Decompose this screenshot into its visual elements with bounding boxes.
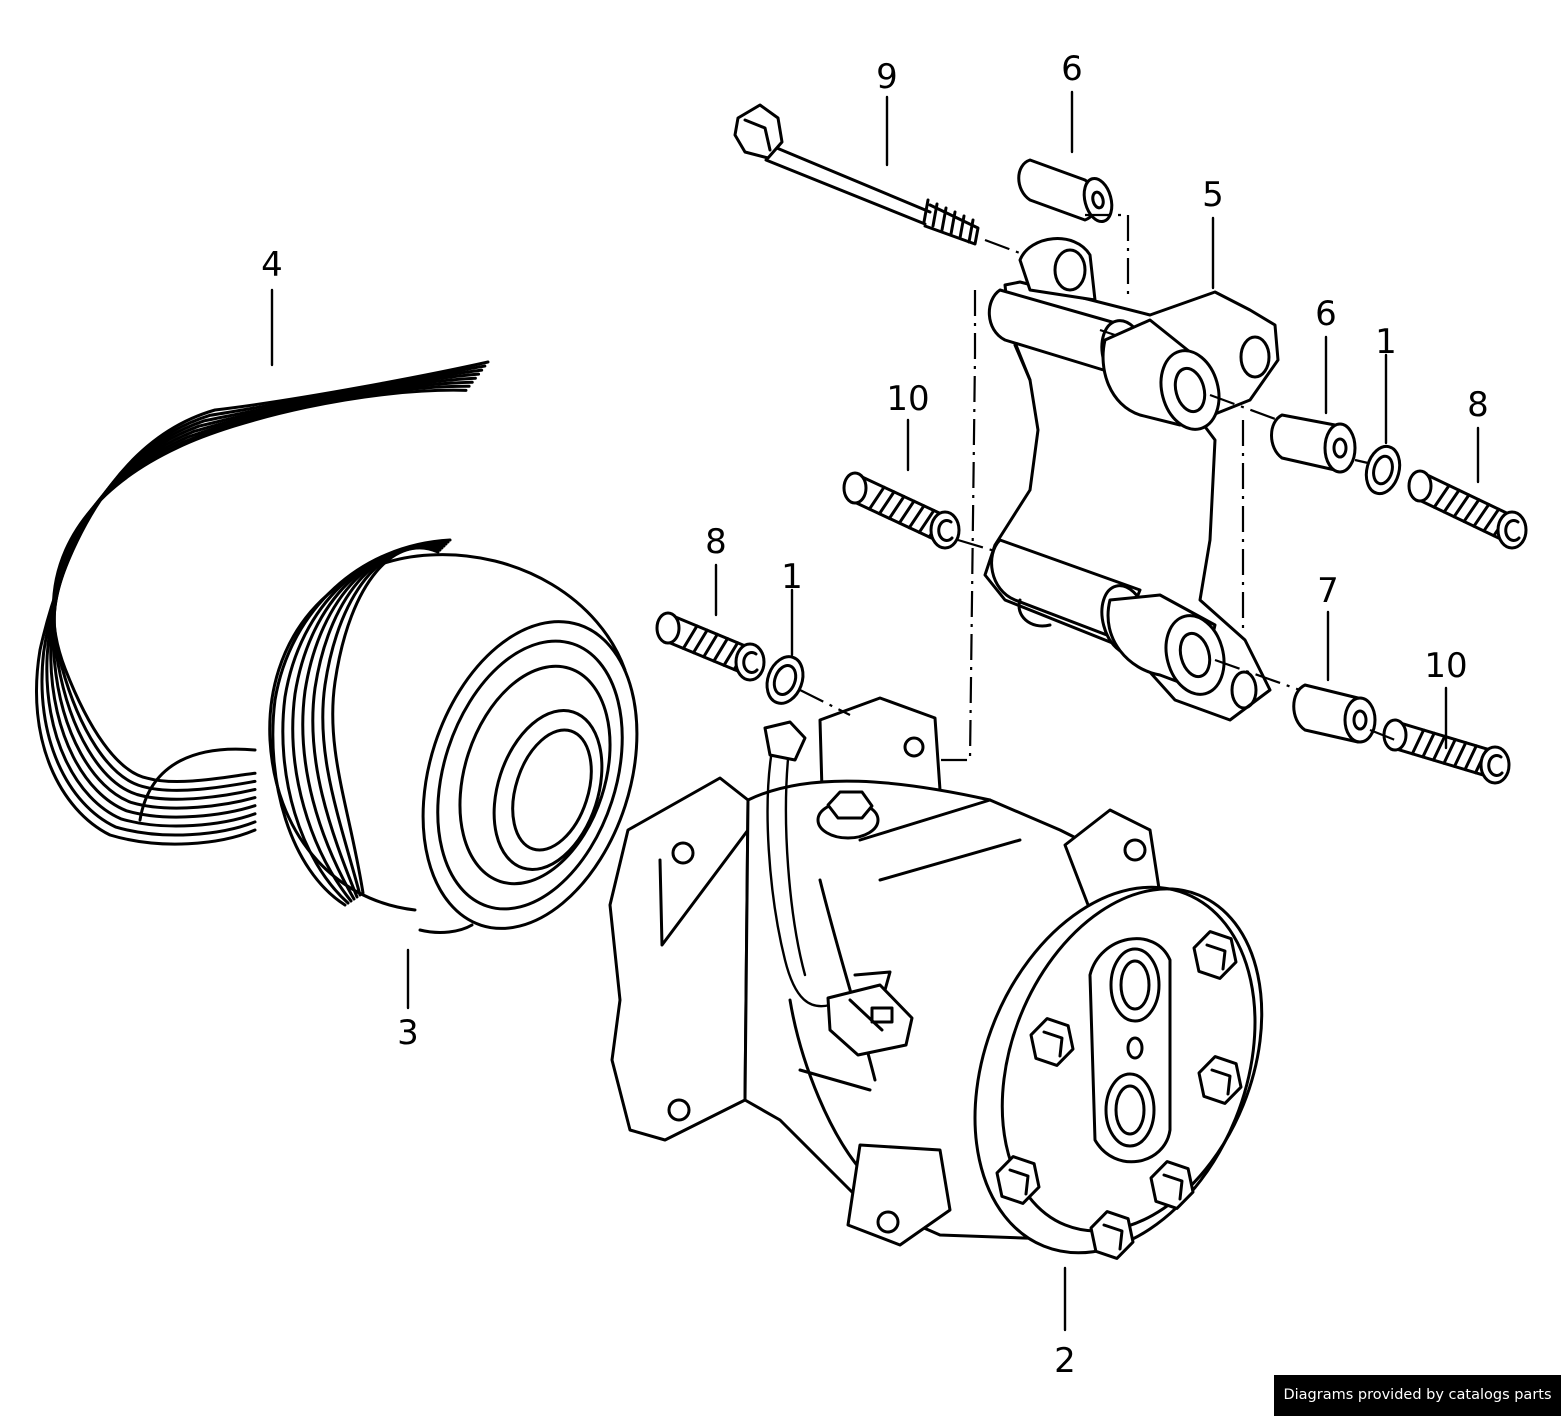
callout-1-left: 1 bbox=[781, 557, 803, 597]
callout-2: 2 bbox=[1054, 1341, 1076, 1381]
callout-10-upper: 10 bbox=[886, 379, 929, 419]
socket-bolt-8-left bbox=[655, 611, 766, 682]
pulley-groove-7 bbox=[331, 546, 440, 895]
credit-banner: Diagrams provided by catalogs parts bbox=[1274, 1375, 1561, 1416]
belt-rib-6 bbox=[52, 380, 474, 801]
callout-4: 4 bbox=[261, 245, 283, 285]
spacer-sleeve-right bbox=[1270, 413, 1357, 474]
belt-rib-1 bbox=[35, 360, 490, 846]
callout-8-right: 8 bbox=[1467, 385, 1489, 425]
ac-compressor bbox=[608, 696, 1264, 1260]
washer-left bbox=[765, 655, 805, 705]
callout-1-right: 1 bbox=[1375, 322, 1397, 362]
assembly-lines bbox=[799, 213, 1396, 762]
spacer-sleeve-upper bbox=[1017, 158, 1114, 224]
clutch-pulley bbox=[268, 538, 639, 934]
hex-bolt-9 bbox=[733, 103, 980, 246]
rear-cover-bolt-2 bbox=[1029, 1017, 1075, 1067]
socket-bolt-10-upper bbox=[842, 471, 961, 550]
belt-rib-7 bbox=[52, 384, 471, 792]
rear-cover-bolt-1 bbox=[1192, 930, 1238, 980]
pulley-groove-3 bbox=[291, 542, 448, 903]
callout-8-left: 8 bbox=[705, 522, 727, 562]
rear-cover-bolt-5 bbox=[1149, 1160, 1195, 1210]
washer-right bbox=[1364, 444, 1402, 496]
callout-labels: 1 1 2 3 4 5 6 6 7 8 8 9 10 10 bbox=[261, 49, 1489, 1381]
callout-6-right: 6 bbox=[1315, 294, 1337, 334]
belt-rib-5 bbox=[51, 376, 477, 810]
socket-bolt-8-right bbox=[1407, 469, 1528, 550]
belt-rib-8 bbox=[51, 388, 468, 784]
rear-cover-bolt-3 bbox=[1197, 1055, 1243, 1105]
callout-3: 3 bbox=[397, 1013, 419, 1053]
rear-cover-bolt-4 bbox=[995, 1155, 1041, 1205]
callout-10-lower: 10 bbox=[1424, 646, 1467, 686]
callout-9: 9 bbox=[876, 57, 898, 97]
rear-cover-bolt-6 bbox=[1089, 1210, 1135, 1260]
spacer-sleeve-lower bbox=[1292, 683, 1377, 744]
callout-7: 7 bbox=[1317, 571, 1339, 611]
drive-belt bbox=[35, 360, 490, 846]
callout-5: 5 bbox=[1202, 175, 1224, 215]
leader-lines bbox=[270, 90, 1480, 1332]
belt-rib-3 bbox=[45, 368, 484, 828]
belt-inner-edge bbox=[138, 747, 257, 822]
callout-6-top: 6 bbox=[1061, 49, 1083, 89]
compressor-bracket bbox=[983, 237, 1280, 722]
belt-rib-4 bbox=[49, 372, 481, 819]
